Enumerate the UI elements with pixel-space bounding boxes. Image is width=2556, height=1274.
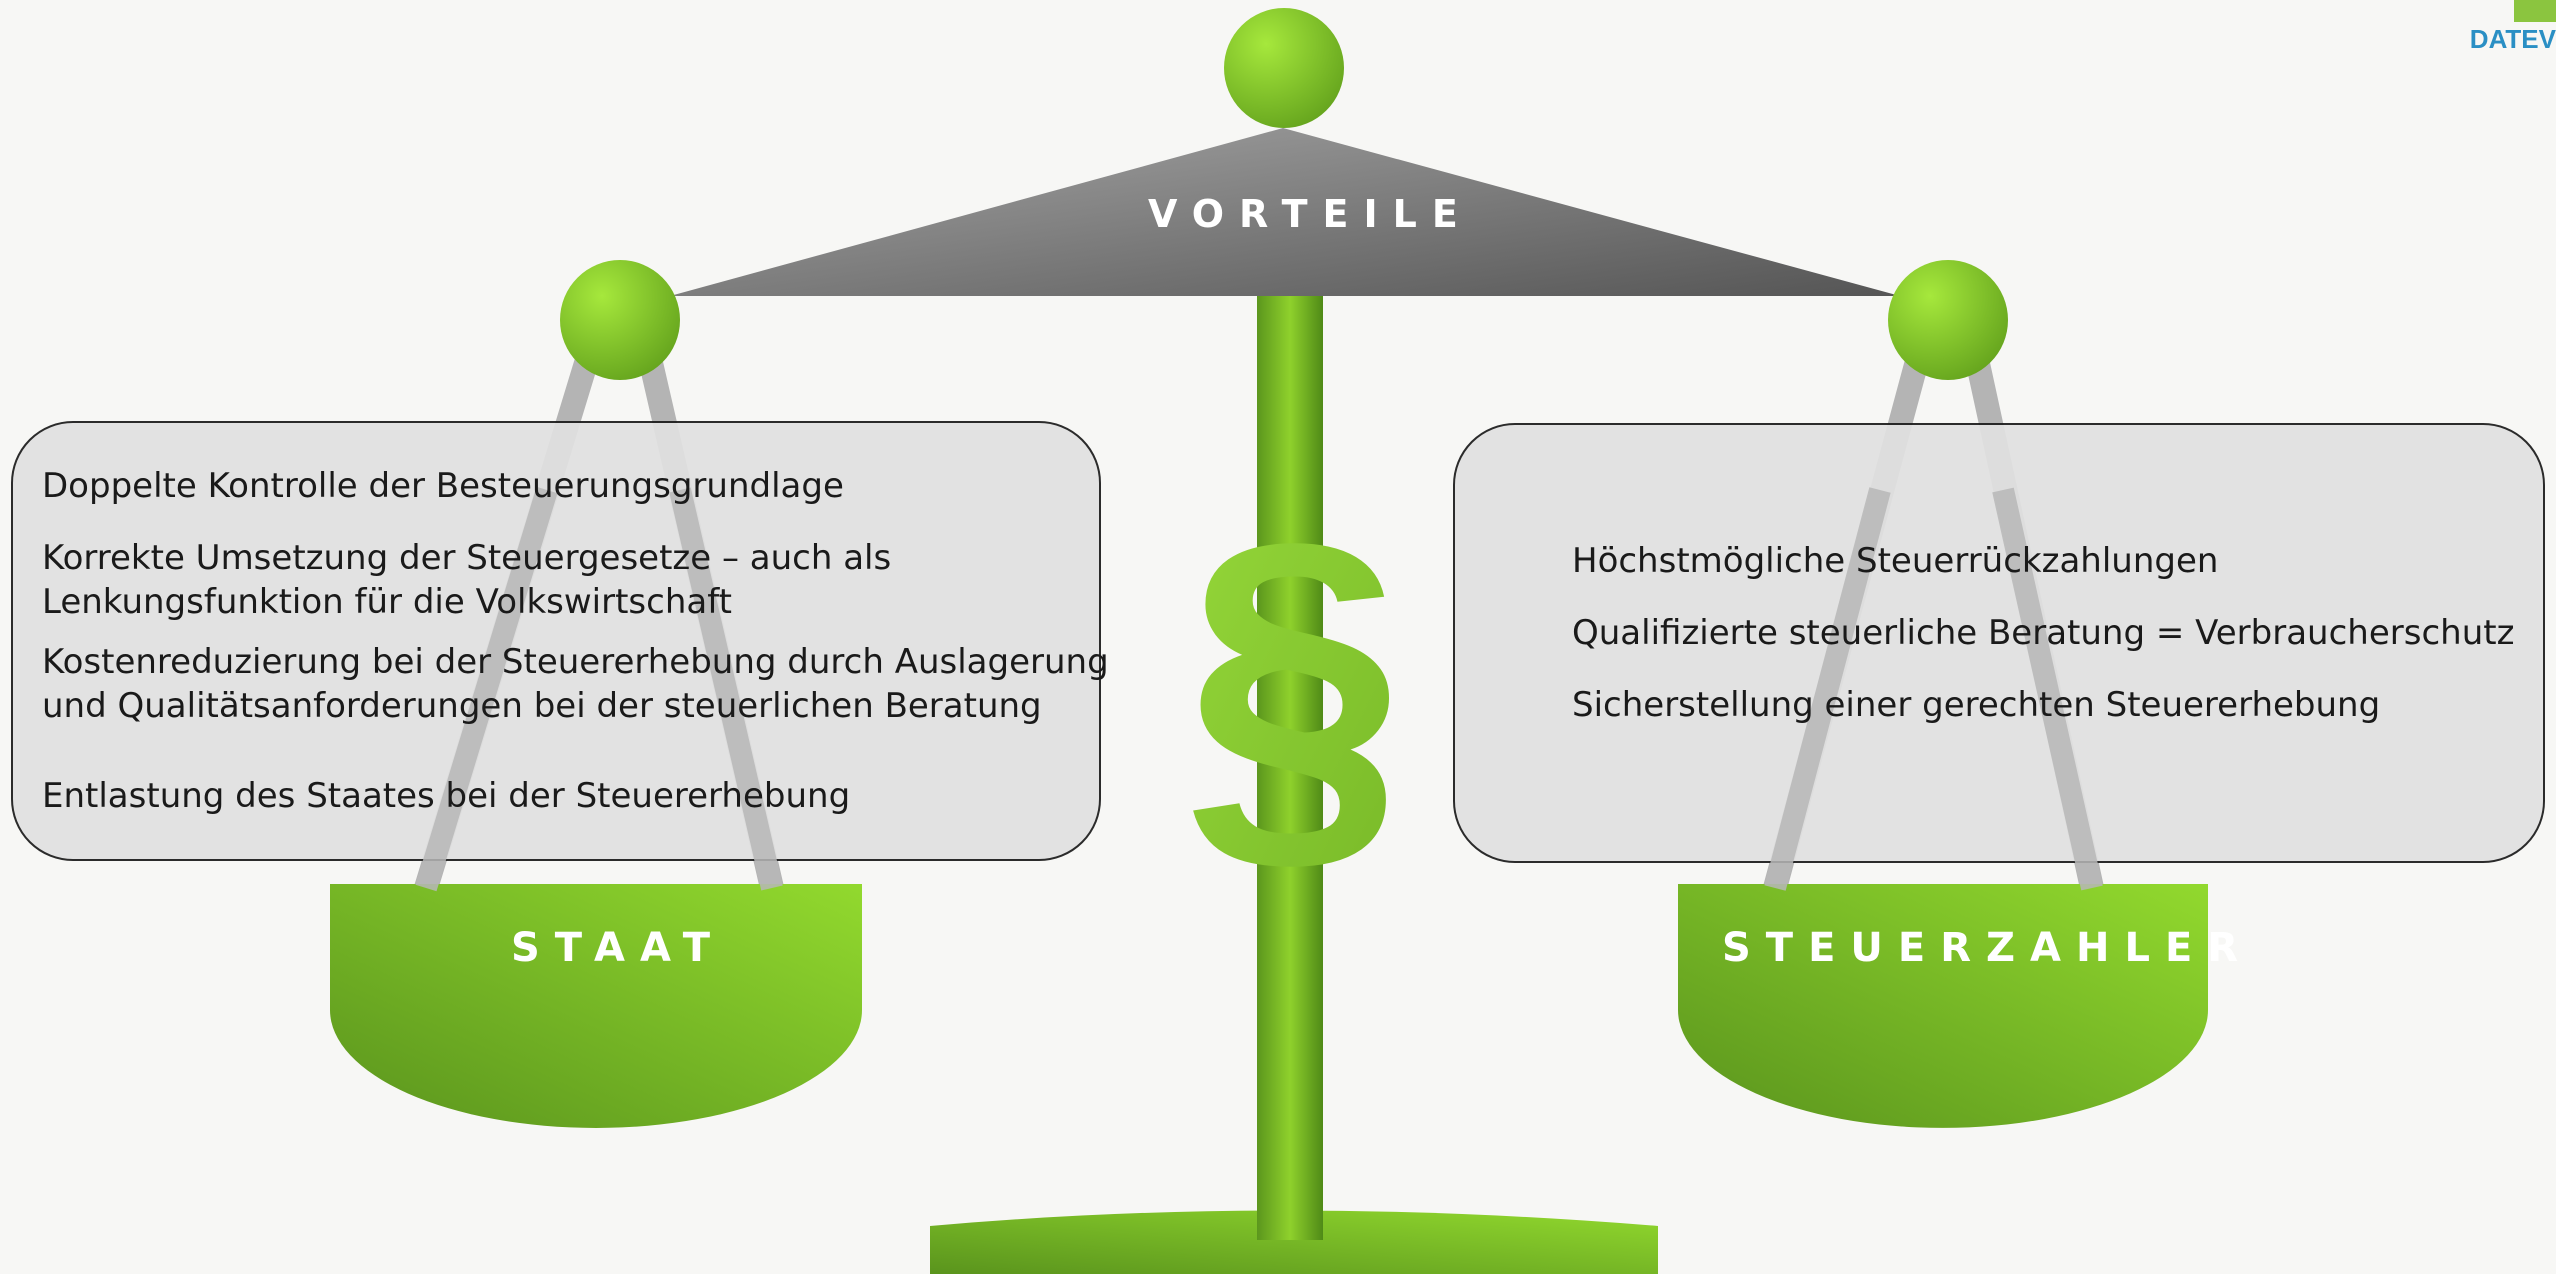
state-advantage-item: Doppelte Kontrolle der Besteuerungsgrund…: [42, 466, 844, 506]
left-ball: [560, 260, 680, 380]
taxpayer-advantage-item: Sicherstellung einer gerechten Steuererh…: [1572, 685, 2381, 725]
right-pan: [1678, 884, 2208, 1128]
diagram-title: VORTEILE: [1148, 192, 1473, 236]
logo-text: DATEV: [2469, 24, 2556, 54]
state-advantage-item: Entlastung des Staates bei der Steuererh…: [42, 776, 851, 816]
left-pan-label: STAAT: [511, 925, 726, 971]
state-advantage-item: Korrekte Umsetzung der Steuergesetze – a…: [42, 538, 892, 578]
top-ball: [1224, 8, 1344, 128]
taxpayer-advantage-item: Qualifizierte steuerliche Beratung = Ver…: [1572, 613, 2515, 653]
scale-beam: [670, 128, 1900, 296]
state-advantage-item: Kostenreduzierung bei der Steuererhebung…: [42, 642, 1109, 682]
state-advantage-item: Lenkungsfunktion für die Volkswirtschaft: [42, 582, 732, 622]
right-ball: [1888, 260, 2008, 380]
right-pan-label: STEUERZAHLER: [1722, 925, 2254, 971]
logo-bar: [2514, 0, 2556, 22]
datev-logo: DATEV: [2470, 0, 2556, 62]
scale-post: [1257, 295, 1323, 1240]
state-advantage-item: und Qualitätsanforderungen bei der steue…: [42, 686, 1042, 726]
taxpayer-advantage-item: Höchstmögliche Steuerrückzahlungen: [1572, 541, 2219, 581]
left-pan: [330, 884, 862, 1128]
scale-base: [930, 1210, 1658, 1274]
